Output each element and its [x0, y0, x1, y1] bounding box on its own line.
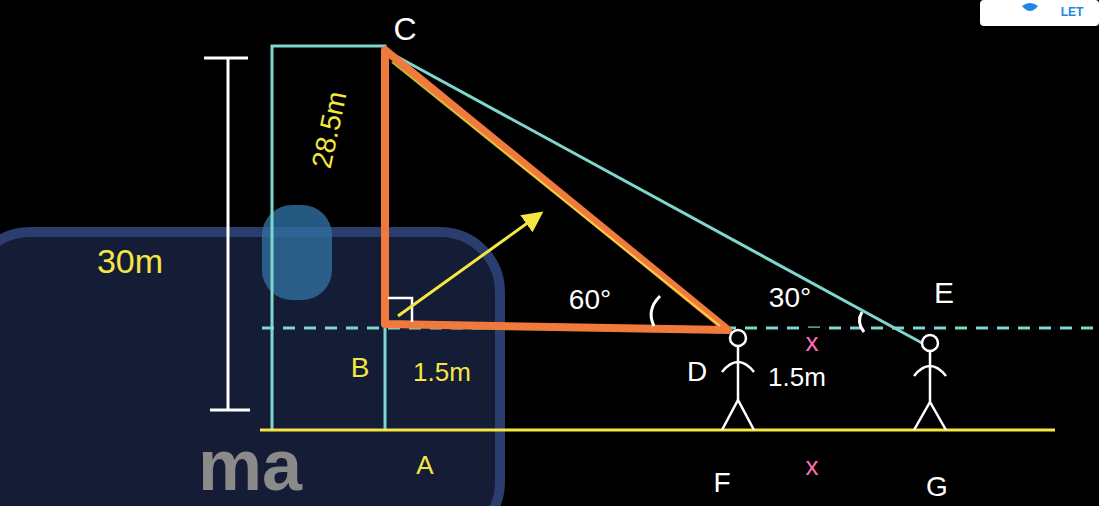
observer-figure [914, 335, 946, 430]
point-label: A [414, 451, 435, 480]
point-label: G [924, 472, 950, 503]
dimension-label: 30m [95, 243, 165, 280]
dimension-label: 28.5m [306, 87, 353, 173]
point-label: C [391, 12, 418, 47]
angle-arc [859, 312, 864, 332]
distance-label: x [804, 452, 821, 481]
dimension-label: 1.5m [411, 358, 473, 387]
logo-icon [1022, 3, 1038, 11]
watermark: ma [196, 426, 304, 505]
right-triangle [385, 50, 728, 330]
pointer-arrow [398, 214, 540, 316]
logo-badge [980, 0, 1099, 26]
dimension-label: 1.5m [766, 363, 828, 392]
building-outline [272, 46, 385, 430]
logo-text: LET [1059, 6, 1086, 19]
sight-line [385, 50, 922, 343]
ground-line [260, 429, 1055, 432]
point-label: E [932, 276, 956, 309]
point-label: D [685, 357, 709, 388]
angle-arc [651, 296, 660, 326]
height-dimension [204, 58, 250, 410]
watermark-panel [0, 232, 500, 506]
hypotenuse-highlight [392, 62, 720, 326]
angle-label: 30° [767, 283, 813, 314]
distance-label: x [804, 328, 821, 357]
point-label: F [711, 468, 732, 499]
angle-label: 60° [567, 285, 613, 316]
observer-figure [722, 330, 754, 430]
point-label: B [349, 353, 372, 384]
